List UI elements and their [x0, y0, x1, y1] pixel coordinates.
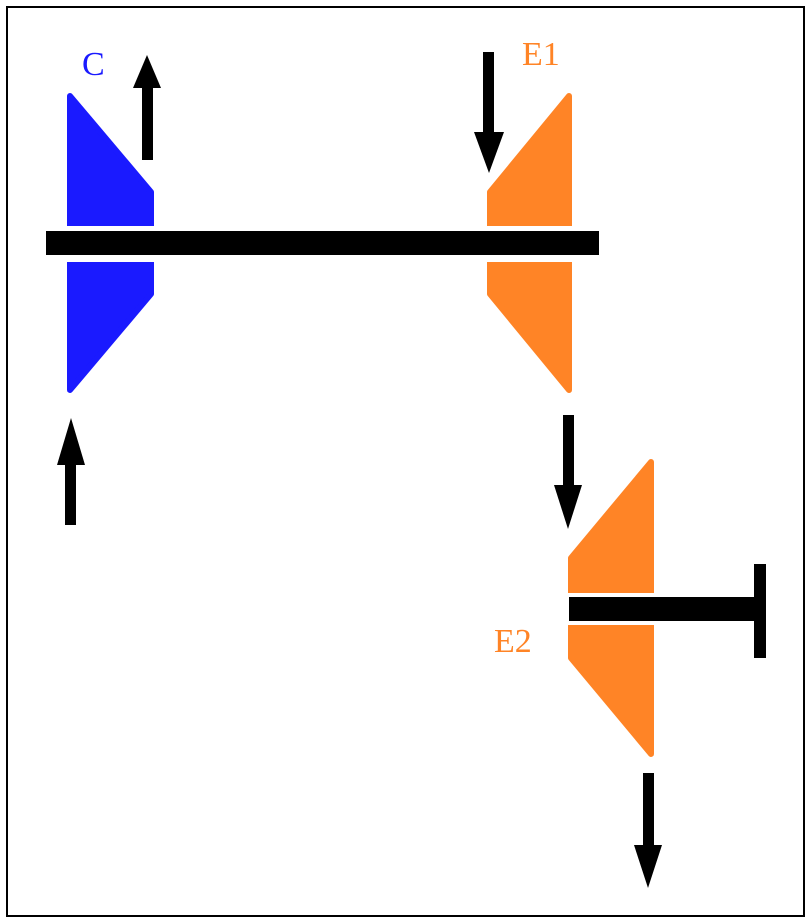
output-shaft	[569, 597, 765, 621]
main-shaft	[46, 231, 599, 255]
arrow-down-icon-e2-bottom	[634, 773, 662, 888]
arrow-down-icon-e1-bottom	[554, 415, 582, 529]
arrow-down-icon-e1-top	[474, 52, 504, 173]
output-shaft-end-cap	[754, 564, 766, 658]
gear-c-label: C	[82, 46, 105, 83]
arrow-up-icon-c-top	[133, 55, 161, 160]
gear-e2-label: E2	[494, 623, 532, 660]
arrow-up-icon-c-bottom	[57, 418, 85, 525]
diagram-frame	[6, 6, 805, 917]
gear-e1-label: E1	[522, 36, 560, 73]
